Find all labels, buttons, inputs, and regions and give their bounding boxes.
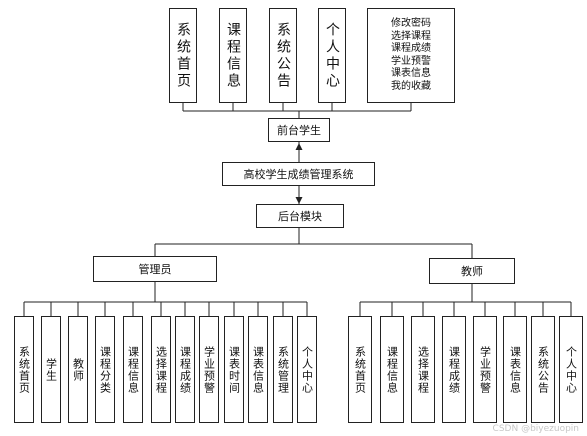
admin-module-10: 课表信息	[248, 316, 268, 423]
top-module-multi: 修改密码 选择课程 课程成绩 学业预警 课表信息 我的收藏	[367, 8, 455, 103]
admin-module-9: 课表时间	[224, 316, 244, 423]
admin-module-8: 学业预警	[199, 316, 219, 423]
admin-module-3: 教师	[68, 316, 88, 423]
teacher-module-5: 学业预警	[473, 316, 497, 423]
system-box: 高校学生成绩管理系统	[222, 162, 375, 186]
top-module-1: 系统首页	[169, 8, 197, 103]
admin-module-11: 系统管理	[273, 316, 293, 423]
teacher-module-4: 课程成绩	[442, 316, 466, 423]
teacher-module-1: 系统首页	[348, 316, 372, 423]
admin-module-4: 课程分类	[95, 316, 115, 423]
admin-module-6: 选择课程	[151, 316, 171, 423]
front-student-box: 前台学生	[268, 118, 330, 142]
admin-module-7: 课程成绩	[175, 316, 195, 423]
top-module-3: 系统公告	[269, 8, 297, 103]
teacher-module-3: 选择课程	[411, 316, 435, 423]
teacher-box: 教师	[429, 258, 515, 284]
admin-module-1: 系统首页	[14, 316, 34, 423]
admin-box: 管理员	[93, 256, 217, 282]
teacher-module-8: 个人中心	[559, 316, 583, 423]
teacher-module-7: 系统公告	[531, 316, 555, 423]
top-module-2: 课程信息	[219, 8, 247, 103]
admin-module-12: 个人中心	[297, 316, 317, 423]
admin-module-5: 课程信息	[123, 316, 143, 423]
top-module-4: 个人中心	[318, 8, 346, 103]
watermark: CSDN @biyezuopin	[492, 424, 579, 434]
admin-module-2: 学生	[41, 316, 61, 423]
backend-box: 后台模块	[256, 204, 344, 228]
teacher-module-2: 课程信息	[380, 316, 404, 423]
teacher-module-6: 课表信息	[503, 316, 527, 423]
